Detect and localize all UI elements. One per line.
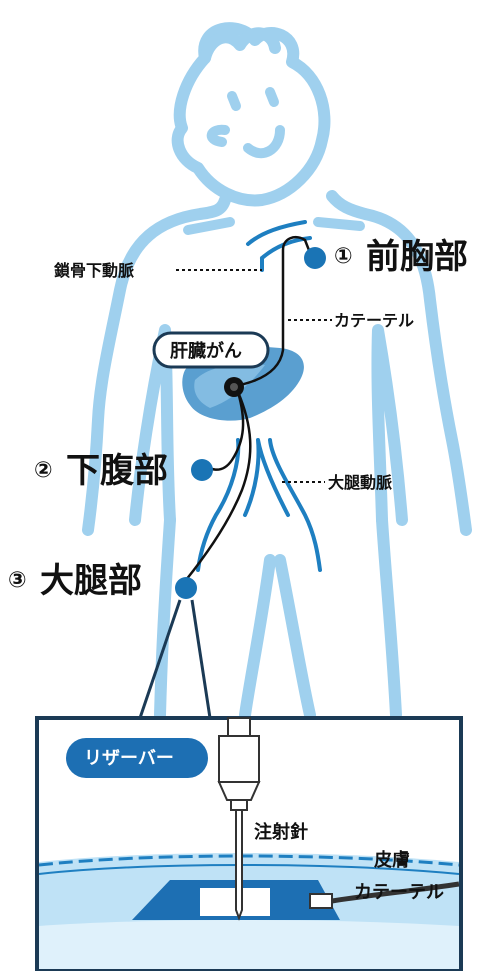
reservoir-pill <box>66 738 208 778</box>
catheter2-label: カテーテル <box>354 882 444 903</box>
catheter-label: カテーテル <box>334 311 414 330</box>
reservoir-tag: リザーバー <box>66 738 208 778</box>
site1-number: ① <box>334 244 353 269</box>
face <box>183 87 365 235</box>
magnify-lines <box>138 599 212 719</box>
site3-text: 大腿部 <box>40 561 142 601</box>
needle-taper <box>217 781 261 801</box>
magnify-line-right <box>190 599 212 719</box>
vessels <box>196 220 322 572</box>
liver-cancer-pill <box>152 331 270 369</box>
catheter-to-chest <box>239 236 314 387</box>
subclavian-label: 鎖骨下動脈 <box>54 261 134 280</box>
site3-label: ③ 大腿部 <box>8 561 142 601</box>
eye-left <box>227 91 241 111</box>
reservoir-label: リザーバー <box>84 748 174 769</box>
site1-label: ① 前胸部 <box>334 237 468 277</box>
site2-text: 下腹部 <box>66 451 168 491</box>
inner-arm-outline <box>129 324 408 526</box>
site1-text: 前胸部 <box>366 237 468 277</box>
needle-hub-top <box>227 717 251 737</box>
liver-cancer-label: 肝臓がん <box>170 340 242 362</box>
femoral-artery <box>196 438 322 572</box>
mouth <box>243 125 285 159</box>
subclavian-artery <box>246 220 312 272</box>
needle-collar <box>230 799 248 811</box>
tumor-core <box>230 383 238 391</box>
port-dot-thigh <box>175 577 197 599</box>
needle <box>217 717 261 921</box>
skin-label: 皮膚 <box>374 849 410 871</box>
needle-hub <box>218 735 260 783</box>
catheter-connector <box>309 881 460 909</box>
needle-label: 注射針 <box>254 821 308 843</box>
magnify-line-left <box>138 599 182 719</box>
collar-left <box>183 217 235 235</box>
port-dot-abdomen <box>191 459 213 481</box>
site3-number: ③ <box>8 568 27 593</box>
needle-shaft <box>235 809 243 921</box>
site2-number: ② <box>34 458 53 483</box>
catheter-to-thigh <box>185 391 252 581</box>
hair-outline <box>199 27 281 64</box>
legs-outline <box>154 514 402 721</box>
liver-cancer-tag: 肝臓がん <box>152 331 270 369</box>
site2-label: ② 下腹部 <box>34 451 168 491</box>
eye-right <box>265 87 279 107</box>
head-outline <box>171 22 331 207</box>
collar-right <box>313 217 365 231</box>
body-outline <box>82 22 472 721</box>
nose <box>206 124 230 147</box>
femoral-label: 大腿動脈 <box>328 473 392 492</box>
torso-outline <box>82 190 472 536</box>
inset-panel: リザーバー 注射針 皮膚 カテーテル <box>35 716 463 971</box>
port-dot-chest <box>304 247 326 269</box>
fat-band <box>39 920 459 969</box>
